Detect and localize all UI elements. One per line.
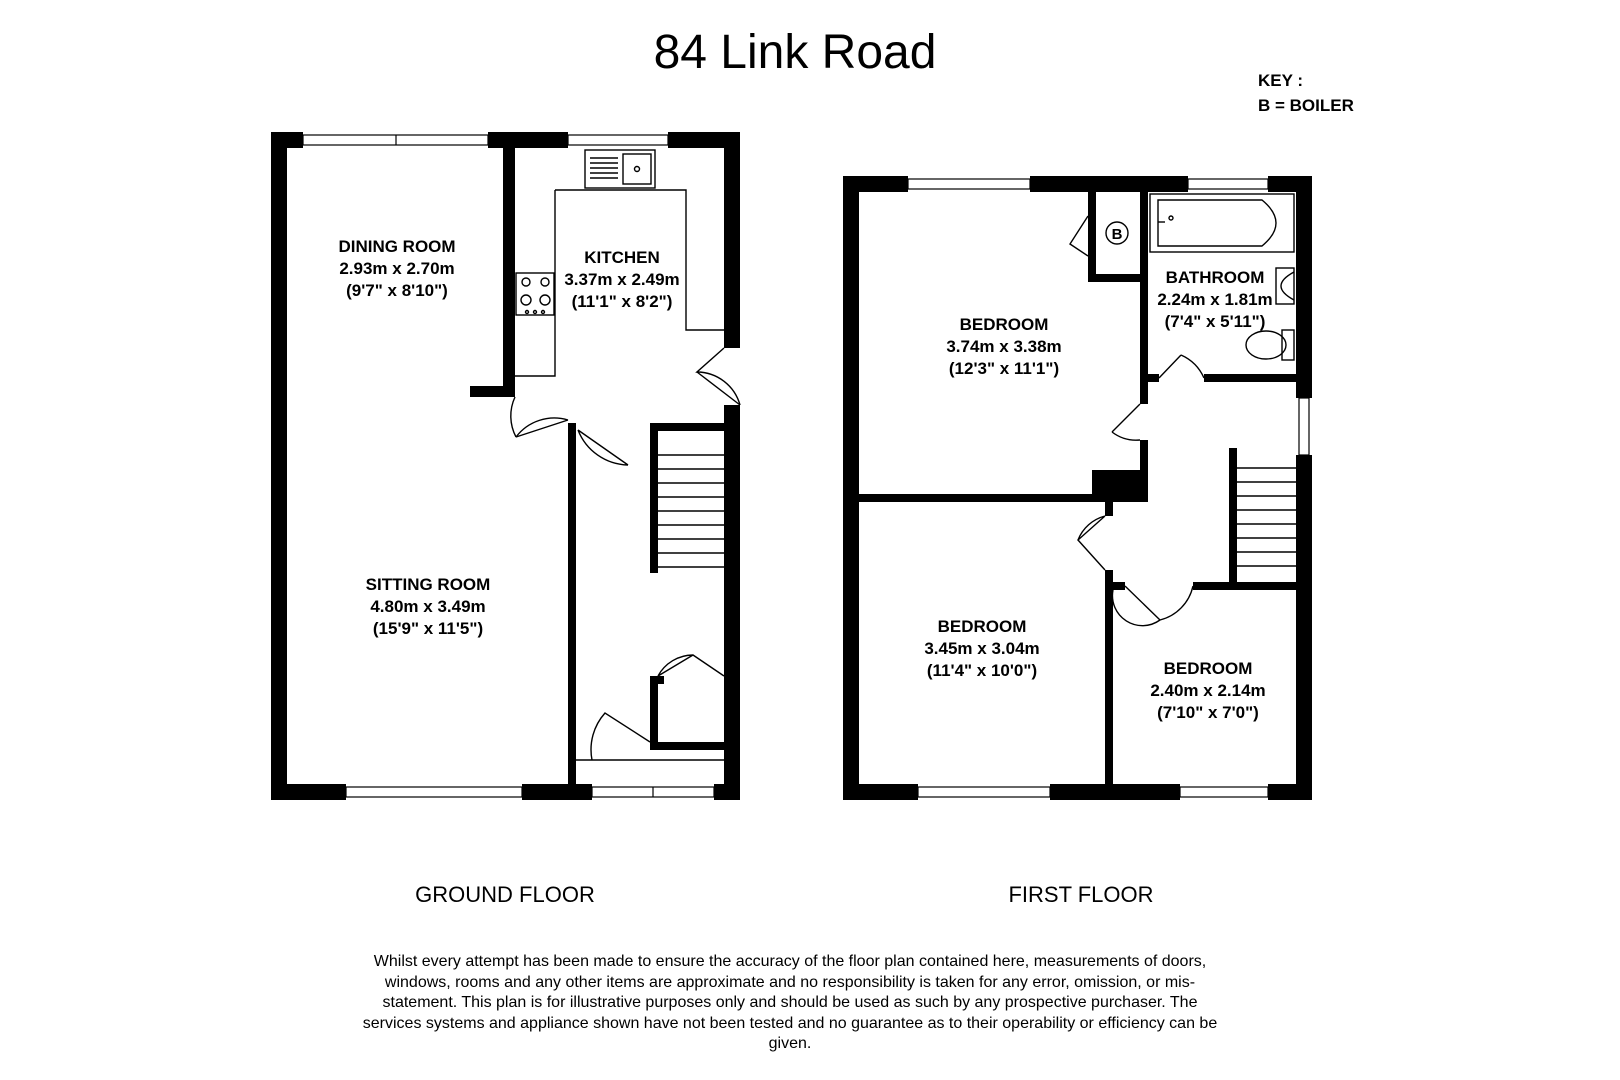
room-metric-kitchen: 3.37m x 2.49m [564, 270, 679, 289]
room-name-bedroom-1: BEDROOM [960, 315, 1049, 334]
first-door-bathroom [1158, 354, 1205, 379]
room-metric-bedroom-1: 3.74m x 3.38m [946, 337, 1061, 356]
first-wall-boiler-bottom [1088, 274, 1144, 282]
first-window-landing [1298, 397, 1310, 456]
ground-door-cupboard [657, 654, 725, 677]
ground-wall-bottom-left [271, 784, 346, 800]
ground-wall-top-left [271, 132, 303, 148]
first-staircase-icon [1237, 467, 1296, 567]
washbasin-icon [1275, 267, 1295, 305]
first-wall-chimney [1092, 470, 1148, 502]
first-door-bed3 [1124, 585, 1194, 621]
room-name-bedroom-2: BEDROOM [938, 617, 1027, 636]
first-window-bed2 [917, 786, 1051, 798]
room-imperial-bedroom-1: (12'3" x 11'1") [949, 359, 1059, 378]
ground-staircase-icon [658, 454, 724, 568]
first-wall-right-upper [1296, 176, 1312, 398]
room-name-bedroom-3: BEDROOM [1164, 659, 1253, 678]
room-imperial-bathroom: (7'4" x 5'11") [1165, 312, 1266, 331]
first-wall-bottom-right [1268, 784, 1312, 800]
ground-worktop-left [515, 190, 556, 377]
first-wall-top-left [843, 176, 908, 192]
room-name-dining: DINING ROOM [338, 237, 455, 256]
ground-wall-right-lower [724, 405, 740, 800]
first-wall-bath-bottom-a [1148, 374, 1159, 382]
first-wall-bed3-left [1105, 570, 1113, 784]
room-imperial-dining: (9'7" x 8'10") [346, 281, 448, 300]
first-door-bed1 [1111, 403, 1141, 441]
ground-floor-plan [271, 132, 741, 800]
first-wall-stair-left [1229, 448, 1237, 582]
first-window-bed1 [907, 178, 1031, 190]
ground-door-front-porch [590, 712, 651, 761]
first-wall-bath-left [1140, 192, 1148, 404]
plan-title: 84 Link Road [654, 26, 937, 79]
first-window-bed3 [1179, 786, 1269, 798]
first-door-boiler [1069, 215, 1089, 257]
first-window-bath [1187, 178, 1269, 190]
ground-door-back [695, 347, 741, 406]
ground-wall-top-right [668, 132, 740, 148]
ground-wall-cupboard-left [650, 676, 658, 748]
first-wall-bottom-left [843, 784, 918, 800]
ground-wall-left [271, 132, 287, 800]
ground-wall-bottom-mid [522, 784, 592, 800]
ground-floor-label: GROUND FLOOR [415, 882, 595, 907]
first-wall-left [843, 176, 859, 800]
room-metric-bedroom-2: 3.45m x 3.04m [924, 639, 1039, 658]
bathtub-icon [1149, 193, 1295, 253]
ground-wall-stair-left [650, 423, 658, 573]
room-metric-dining: 2.93m x 2.70m [339, 259, 454, 278]
first-wall-top-mid [1030, 176, 1188, 192]
first-floor-label: FIRST FLOOR [1008, 882, 1153, 907]
ground-door-kitchen-arc [515, 417, 569, 438]
room-imperial-bedroom-3: (7'10" x 7'0") [1157, 703, 1259, 722]
ground-wall-hall-left [568, 423, 576, 784]
ground-wall-top-mid [488, 132, 568, 148]
room-imperial-bedroom-2: (11'4" x 10'0") [927, 661, 1037, 680]
first-wall-bed3-top-b [1193, 582, 1296, 590]
kitchen-hob-icon [515, 272, 555, 316]
ground-wall-bottom-right [714, 784, 740, 800]
disclaimer-text: Whilst every attempt has been made to en… [362, 953, 1218, 1052]
boiler-symbol-label: B [1112, 226, 1123, 243]
ground-wall-stub [470, 386, 515, 397]
room-name-kitchen: KITCHEN [584, 248, 660, 267]
room-name-bathroom: BATHROOM [1166, 268, 1265, 287]
room-imperial-sitting: (15'9" x 11'5") [373, 619, 483, 638]
ground-wall-cupboard-bottom [650, 742, 724, 750]
room-metric-sitting: 4.80m x 3.49m [370, 597, 485, 616]
ground-wall-kitchen-divider [503, 132, 515, 397]
first-wall-bed-divider [859, 494, 1092, 502]
first-floor-plan: B [843, 176, 1312, 800]
first-door-bed2 [1077, 515, 1106, 571]
first-wall-bottom-mid [1050, 784, 1180, 800]
room-name-sitting: SITTING ROOM [366, 575, 491, 594]
first-wall-boiler-left [1088, 192, 1096, 282]
toilet-icon [1245, 329, 1295, 361]
ground-wall-cupboard-top [650, 676, 664, 684]
first-wall-bath-bottom-b [1204, 374, 1296, 382]
ground-worktop-outline [555, 189, 724, 331]
ground-wall-stair-top [650, 423, 724, 431]
key-entry-boiler: B = BOILER [1258, 96, 1354, 115]
first-wall-right-lower [1296, 455, 1312, 800]
key-heading: KEY : [1258, 71, 1303, 90]
ground-window-kitchen [567, 134, 669, 146]
ground-wall-right-upper [724, 132, 740, 348]
first-wall-bed3-top-a [1113, 582, 1125, 590]
first-wall-stub [1105, 502, 1113, 516]
room-imperial-kitchen: (11'1" x 8'2") [572, 292, 673, 311]
ground-door-hall [577, 429, 629, 466]
kitchen-sink-icon [584, 149, 656, 189]
room-metric-bathroom: 2.24m x 1.81m [1157, 290, 1272, 309]
room-metric-bedroom-3: 2.40m x 2.14m [1150, 681, 1265, 700]
boiler-icon: B [1105, 221, 1129, 245]
ground-window-sitting [345, 786, 523, 798]
